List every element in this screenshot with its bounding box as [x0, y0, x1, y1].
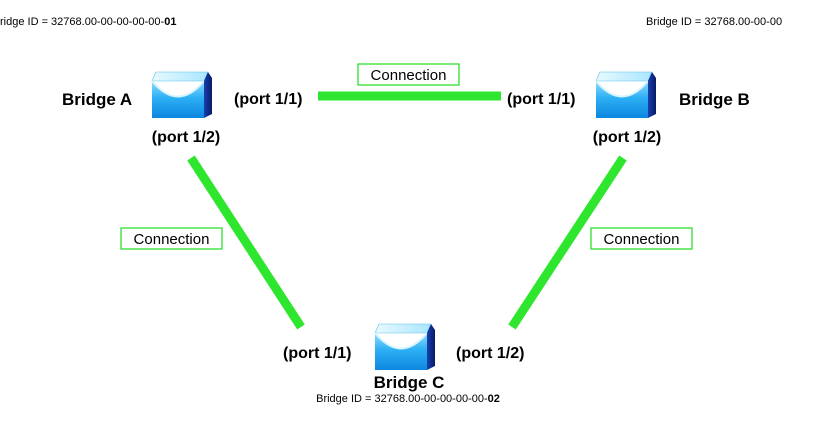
bridge-a-id: ridge ID = 32768.00-00-00-00-00-01: [0, 16, 176, 28]
bridge-a-port-1-1: (port 1/1): [234, 91, 302, 108]
bridge-c-port-1-1: (port 1/1): [283, 345, 351, 362]
bridge-b: Bridge ID = 32768.00-00-00 Bridge B (por…: [507, 16, 782, 146]
bridge-icon: [151, 71, 213, 119]
connection-label-ac: Connection: [120, 227, 223, 250]
bridge-b-id: Bridge ID = 32768.00-00-00: [646, 16, 782, 28]
bridge-c-id: Bridge ID = 32768.00-00-00-00-00-02: [316, 393, 500, 405]
bridge-c-port-1-2: (port 1/2): [456, 345, 524, 362]
bridge-icon: [374, 323, 436, 371]
bridge-a-port-1-2: (port 1/2): [152, 129, 220, 146]
bridge-c: (port 1/1) (port 1/2) Bridge C Bridge ID…: [283, 323, 524, 405]
bridge-icon: [595, 71, 657, 119]
connection-label-text: Connection: [604, 231, 680, 248]
connection-label-text: Connection: [371, 67, 447, 84]
bridge-b-name: Bridge B: [679, 90, 750, 109]
bridge-b-port-1-1: (port 1/1): [507, 91, 575, 108]
bridge-c-name: Bridge C: [374, 373, 445, 392]
connection-label-text: Connection: [134, 231, 210, 248]
bridge-a-name: Bridge A: [62, 90, 132, 109]
link-b-c: [508, 155, 627, 330]
bridge-a: ridge ID = 32768.00-00-00-00-00-01 Bridg…: [0, 16, 302, 146]
link-a-c: [187, 155, 305, 330]
connection-label-bc: Connection: [590, 227, 693, 250]
connection-label-ab: Connection: [357, 63, 460, 86]
bridge-b-port-1-2: (port 1/2): [593, 129, 661, 146]
